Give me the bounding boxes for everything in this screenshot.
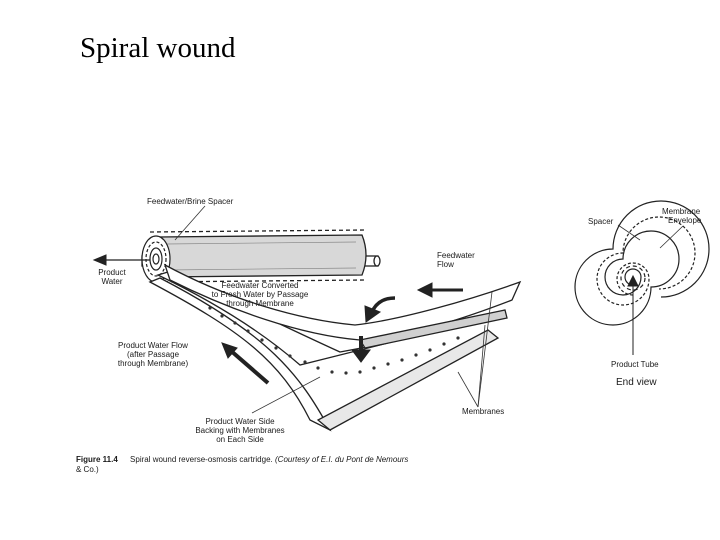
label-feedwater-flow-line1: Feedwater (437, 251, 475, 260)
caption-figure-number: Figure 11.4 (76, 455, 118, 464)
label-end-view-envelope-line1: Membrane (662, 207, 701, 216)
label-converted-line2: to Fresh Water by Passage (211, 290, 309, 299)
end-view-title: End view (616, 377, 657, 388)
label-backing-line2: Backing with Membranes (195, 426, 285, 435)
product-water-arrow (92, 254, 150, 266)
caption-credit-line2: & Co.) (76, 465, 99, 474)
end-view-tube-arrow (627, 274, 639, 355)
label-backing-line1: Product Water Side (205, 417, 275, 426)
label-backing-line3: on Each Side (216, 435, 264, 444)
label-product-water-flow-line2: (after Passage (126, 350, 180, 359)
leader-lines (174, 205, 493, 414)
end-view-spiral (574, 200, 710, 326)
feedwater-flow-arrow (416, 282, 463, 298)
label-end-view-spacer: Spacer (588, 217, 614, 226)
end-view-leaders (617, 224, 684, 249)
label-product-water-line2: Water (101, 277, 123, 286)
figure-caption: Figure 11.4 Spiral wound reverse-osmosis… (76, 455, 536, 475)
label-feedwater-brine-spacer: Feedwater/Brine Spacer (147, 197, 234, 206)
slide-title: Spiral wound (80, 32, 236, 64)
label-product-water-flow-line3: through Membrane) (117, 359, 189, 368)
label-product-water-flow-line1: Product Water Flow (118, 341, 188, 350)
label-membranes: Membranes (462, 407, 505, 416)
product-flow-arrow (221, 342, 270, 385)
label-converted-line1: Feedwater Converted (221, 281, 299, 290)
membrane-layers (148, 263, 522, 432)
caption-text: Spiral wound reverse-osmosis cartridge. (130, 455, 273, 464)
label-product-water-line1: Product (98, 268, 126, 277)
spacer-beads (208, 306, 460, 375)
permeate-down-arrow (351, 336, 371, 363)
label-converted-line3: through Membrane (226, 299, 294, 308)
label-feedwater-flow-line2: Flow (437, 260, 454, 269)
label-end-view-product-tube: Product Tube (611, 360, 659, 369)
conversion-arrow (364, 296, 396, 323)
caption-credit-line1: (Courtesy of E.I. du Pont de Nemours (275, 455, 409, 464)
label-end-view-envelope-line2: Envelope (668, 216, 702, 225)
